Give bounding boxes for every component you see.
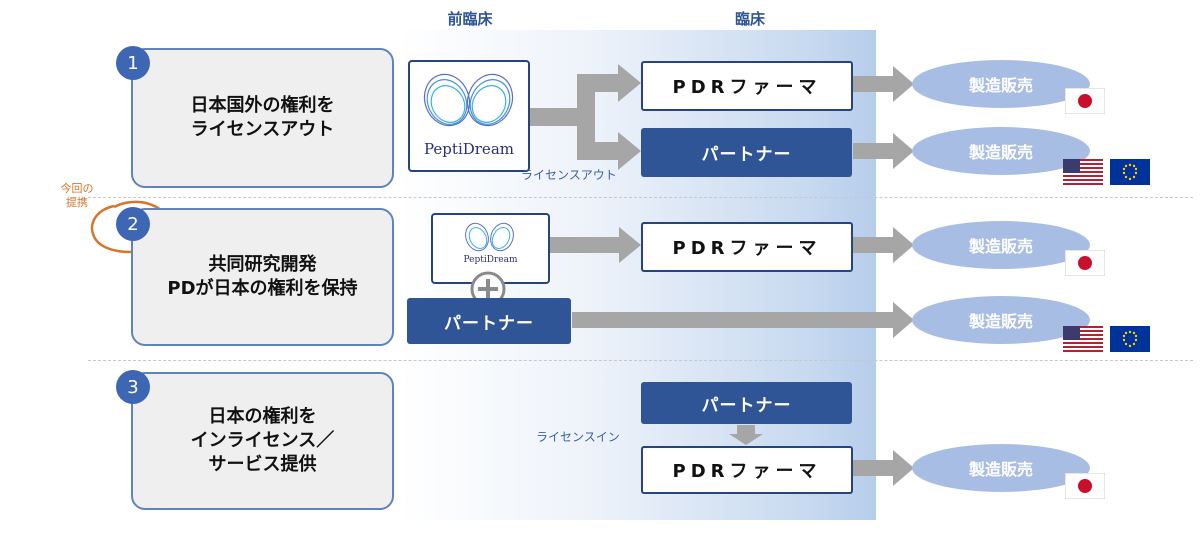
- row1-sale-oval-jp: 製造販売: [912, 60, 1090, 108]
- row3-sale-oval-jp: 製造販売: [912, 444, 1090, 492]
- japan-flag-icon: [1065, 473, 1105, 499]
- phase-preclinical-label: 前臨床: [447, 10, 493, 28]
- peptidream-logo-small-text: PeptiDream: [463, 255, 518, 265]
- row1-partner-box: パートナー: [641, 128, 852, 177]
- row2-sale-arrow-jp: [853, 227, 914, 263]
- current-partnership-note: 今回の 提携: [60, 182, 94, 210]
- peptidream-logo-mark: [423, 73, 514, 127]
- row2-number-badge: 2: [116, 207, 150, 241]
- row3-down-arrow: [729, 425, 763, 445]
- peptidream-logo: PeptiDream: [408, 60, 530, 172]
- row2-pdr-arrow: [547, 227, 641, 263]
- row2-pdr-box: PDRファーマ: [641, 222, 853, 272]
- us-flag-icon: [1063, 159, 1103, 185]
- us-flag-icon: [1063, 326, 1103, 352]
- eu-flag-icon: [1110, 159, 1150, 185]
- row3-license-label: ライセンスイン: [536, 430, 620, 444]
- row3-pdr-box: PDRファーマ: [641, 446, 853, 494]
- japan-flag-icon: [1065, 250, 1105, 276]
- row2-sale-oval-jp: 製造販売: [912, 221, 1090, 269]
- row3-sale-arrow-jp: [853, 450, 914, 486]
- row2-description-box: 共同研究開発 PDが日本の権利を保持: [131, 208, 394, 346]
- eu-flag-icon: [1110, 326, 1150, 352]
- row1-description-box: 日本国外の権利を ライセンスアウト: [131, 48, 394, 188]
- row3-partner-box: パートナー: [641, 382, 852, 424]
- row2-partner-arrow: [572, 302, 914, 338]
- row1-sale-oval-global: 製造販売: [912, 127, 1090, 175]
- row2-partner-box: パートナー: [407, 298, 571, 344]
- row1-sale-arrow-jp: [853, 66, 914, 102]
- japan-flag-icon: [1065, 88, 1105, 114]
- peptidream-logo-text: PeptiDream: [424, 140, 514, 158]
- row1-number-badge: 1: [116, 46, 150, 80]
- row3-description-box: 日本の権利を インライセンス／ サービス提供: [131, 372, 394, 510]
- row1-branch-arrow: [527, 64, 641, 170]
- row1-pdr-box: PDRファーマ: [641, 61, 853, 111]
- row1-sale-arrow-global: [853, 133, 914, 169]
- phase-clinical-label: 臨床: [734, 10, 765, 28]
- row1-license-label: ライセンスアウト: [521, 168, 617, 182]
- row2-sale-oval-global: 製造販売: [912, 296, 1090, 344]
- row3-number-badge: 3: [116, 370, 150, 404]
- row-divider: [88, 197, 1193, 198]
- row-divider: [88, 360, 1193, 361]
- peptidream-logo-small-mark: [465, 222, 514, 252]
